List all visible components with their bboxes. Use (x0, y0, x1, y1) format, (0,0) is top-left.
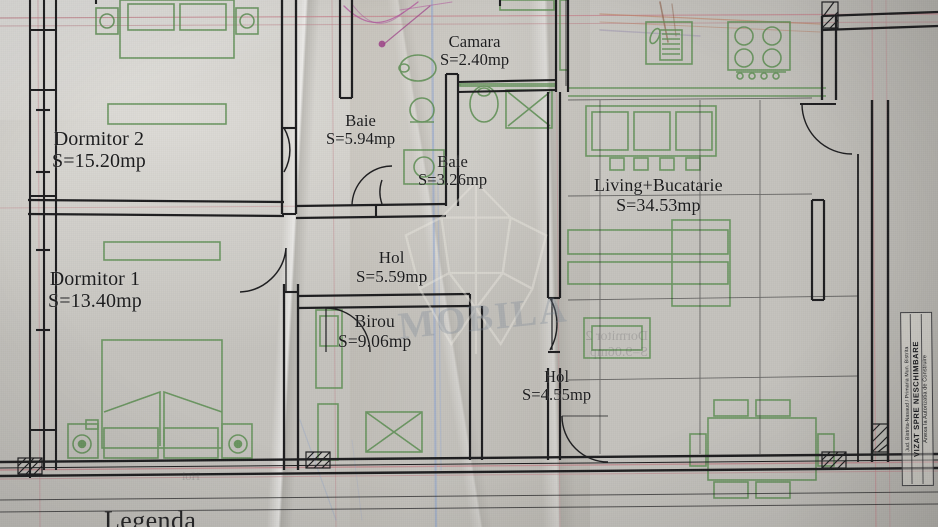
room-label-dormitor2: Dormitor 2 S=15.20mp (52, 128, 146, 173)
room-name: Dormitor 1 (49, 268, 141, 290)
room-area: S=9.06mp (338, 330, 412, 351)
room-area: S=4.55mp (522, 385, 592, 405)
room-label-camara: Camara S=2.40mp (440, 32, 510, 70)
room-name: Living+Bucatarie (594, 175, 723, 195)
room-label-living-bucatarie: Living+Bucatarie S=34.53mp (594, 175, 723, 215)
room-label-dormitor1: Dormitor 1 S=13.40mp (48, 268, 142, 313)
stamp-subtitle: Anexa la Autorizatia de Construire (922, 354, 930, 443)
room-area: S=13.40mp (48, 290, 142, 313)
room-label-hol-2: Hol S=4.55mp (522, 367, 592, 405)
room-area: S=3.26mp (418, 170, 488, 190)
room-name: Baie (345, 111, 376, 130)
room-label-birou: Birou S=9.06mp (338, 311, 412, 351)
legend-title: Legenda (104, 506, 197, 527)
room-name: Hol (378, 248, 405, 267)
room-label-baie-2: Baie S=3.26mp (418, 152, 488, 190)
room-area: S=34.53mp (616, 195, 701, 216)
room-area: S=15.20mp (52, 150, 146, 173)
room-name: Birou (354, 311, 395, 331)
room-area: S=2.40mp (440, 50, 510, 70)
room-name: Dormitor 2 (53, 128, 145, 150)
room-label-baie-1: Baie S=5.94mp (326, 111, 396, 149)
room-name: Hol (544, 367, 570, 386)
approval-stamp: Jud. Bistrita-Nasaud / Primaria Mun. Bis… (900, 311, 934, 487)
room-area: S=5.59mp (356, 267, 428, 287)
room-name: Baie (437, 152, 468, 171)
room-name: Camara (448, 32, 501, 51)
room-area: S=5.94mp (326, 129, 396, 149)
room-label-hol-1: Hol S=5.59mp (356, 248, 427, 286)
